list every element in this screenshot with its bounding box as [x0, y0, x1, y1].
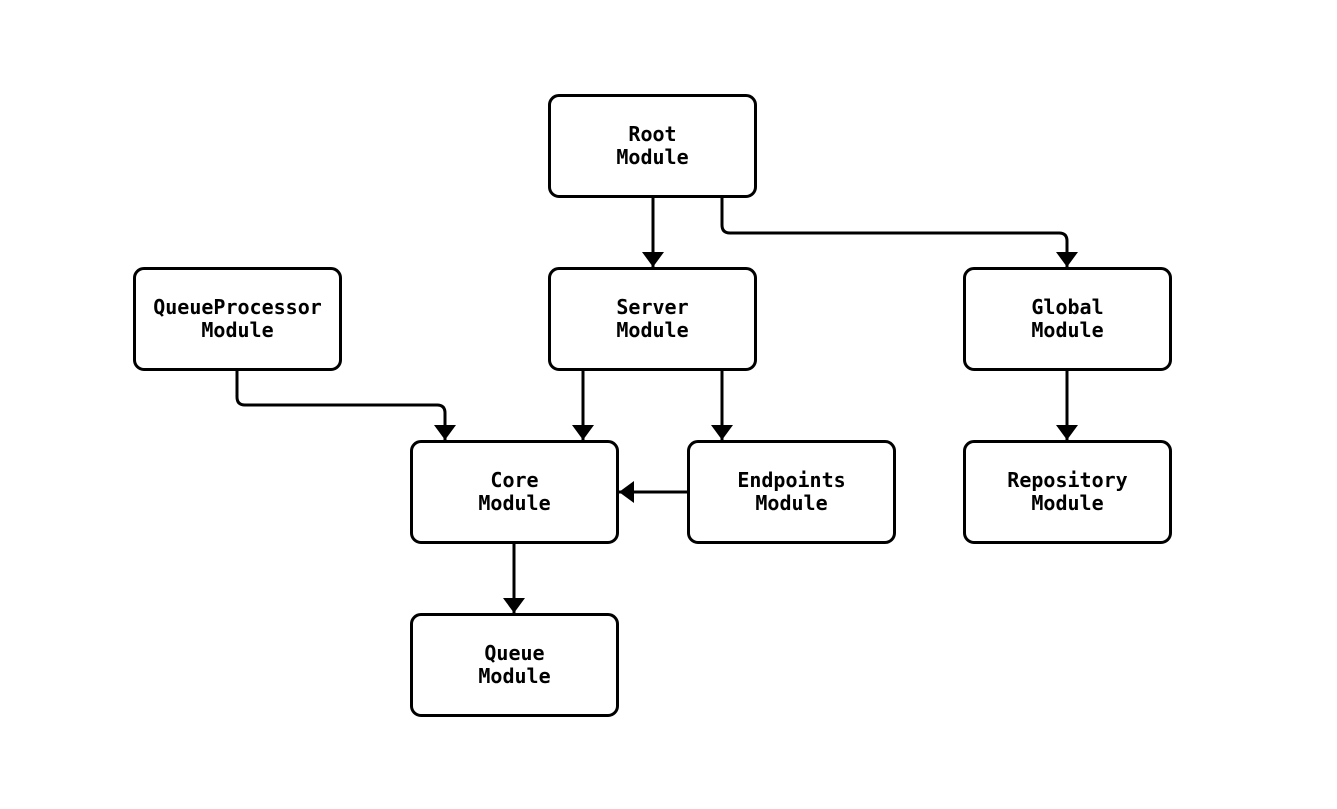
node-server-module: Server Module: [548, 267, 757, 371]
node-endpoints-module-label-line2: Module: [755, 491, 828, 515]
node-server-module-label-line2: Module: [616, 318, 689, 342]
node-server-module-label-line1: Server: [616, 295, 689, 319]
node-endpoints-module-label-line1: Endpoints: [737, 468, 846, 492]
node-root-module-label-line2: Module: [616, 145, 689, 169]
node-global-module-label-line1: Global: [1031, 295, 1104, 319]
node-root-module-label-line1: Root: [628, 122, 677, 146]
node-queueprocessor-module: QueueProcessor Module: [133, 267, 342, 371]
node-repository-module: Repository Module: [963, 440, 1172, 544]
node-repository-module-label-line2: Module: [1031, 491, 1104, 515]
node-global-module: Global Module: [963, 267, 1172, 371]
node-queueprocessor-module-label-line2: Module: [201, 318, 274, 342]
node-queue-module: Queue Module: [410, 613, 619, 717]
node-queueprocessor-module-label-line1: QueueProcessor: [153, 295, 322, 319]
node-core-module-label-line2: Module: [478, 491, 551, 515]
node-endpoints-module: Endpoints Module: [687, 440, 896, 544]
node-repository-module-label-line1: Repository: [1007, 468, 1128, 492]
node-core-module-label-line1: Core: [490, 468, 539, 492]
node-global-module-label-line2: Module: [1031, 318, 1104, 342]
node-core-module: Core Module: [410, 440, 619, 544]
edge-root-to-global: [720, 198, 1078, 267]
node-queue-module-label-line2: Module: [478, 664, 551, 688]
node-queue-module-label-line1: Queue: [484, 641, 545, 665]
node-root-module: Root Module: [548, 94, 757, 198]
edge-queueprocessor-to-core: [235, 371, 456, 440]
